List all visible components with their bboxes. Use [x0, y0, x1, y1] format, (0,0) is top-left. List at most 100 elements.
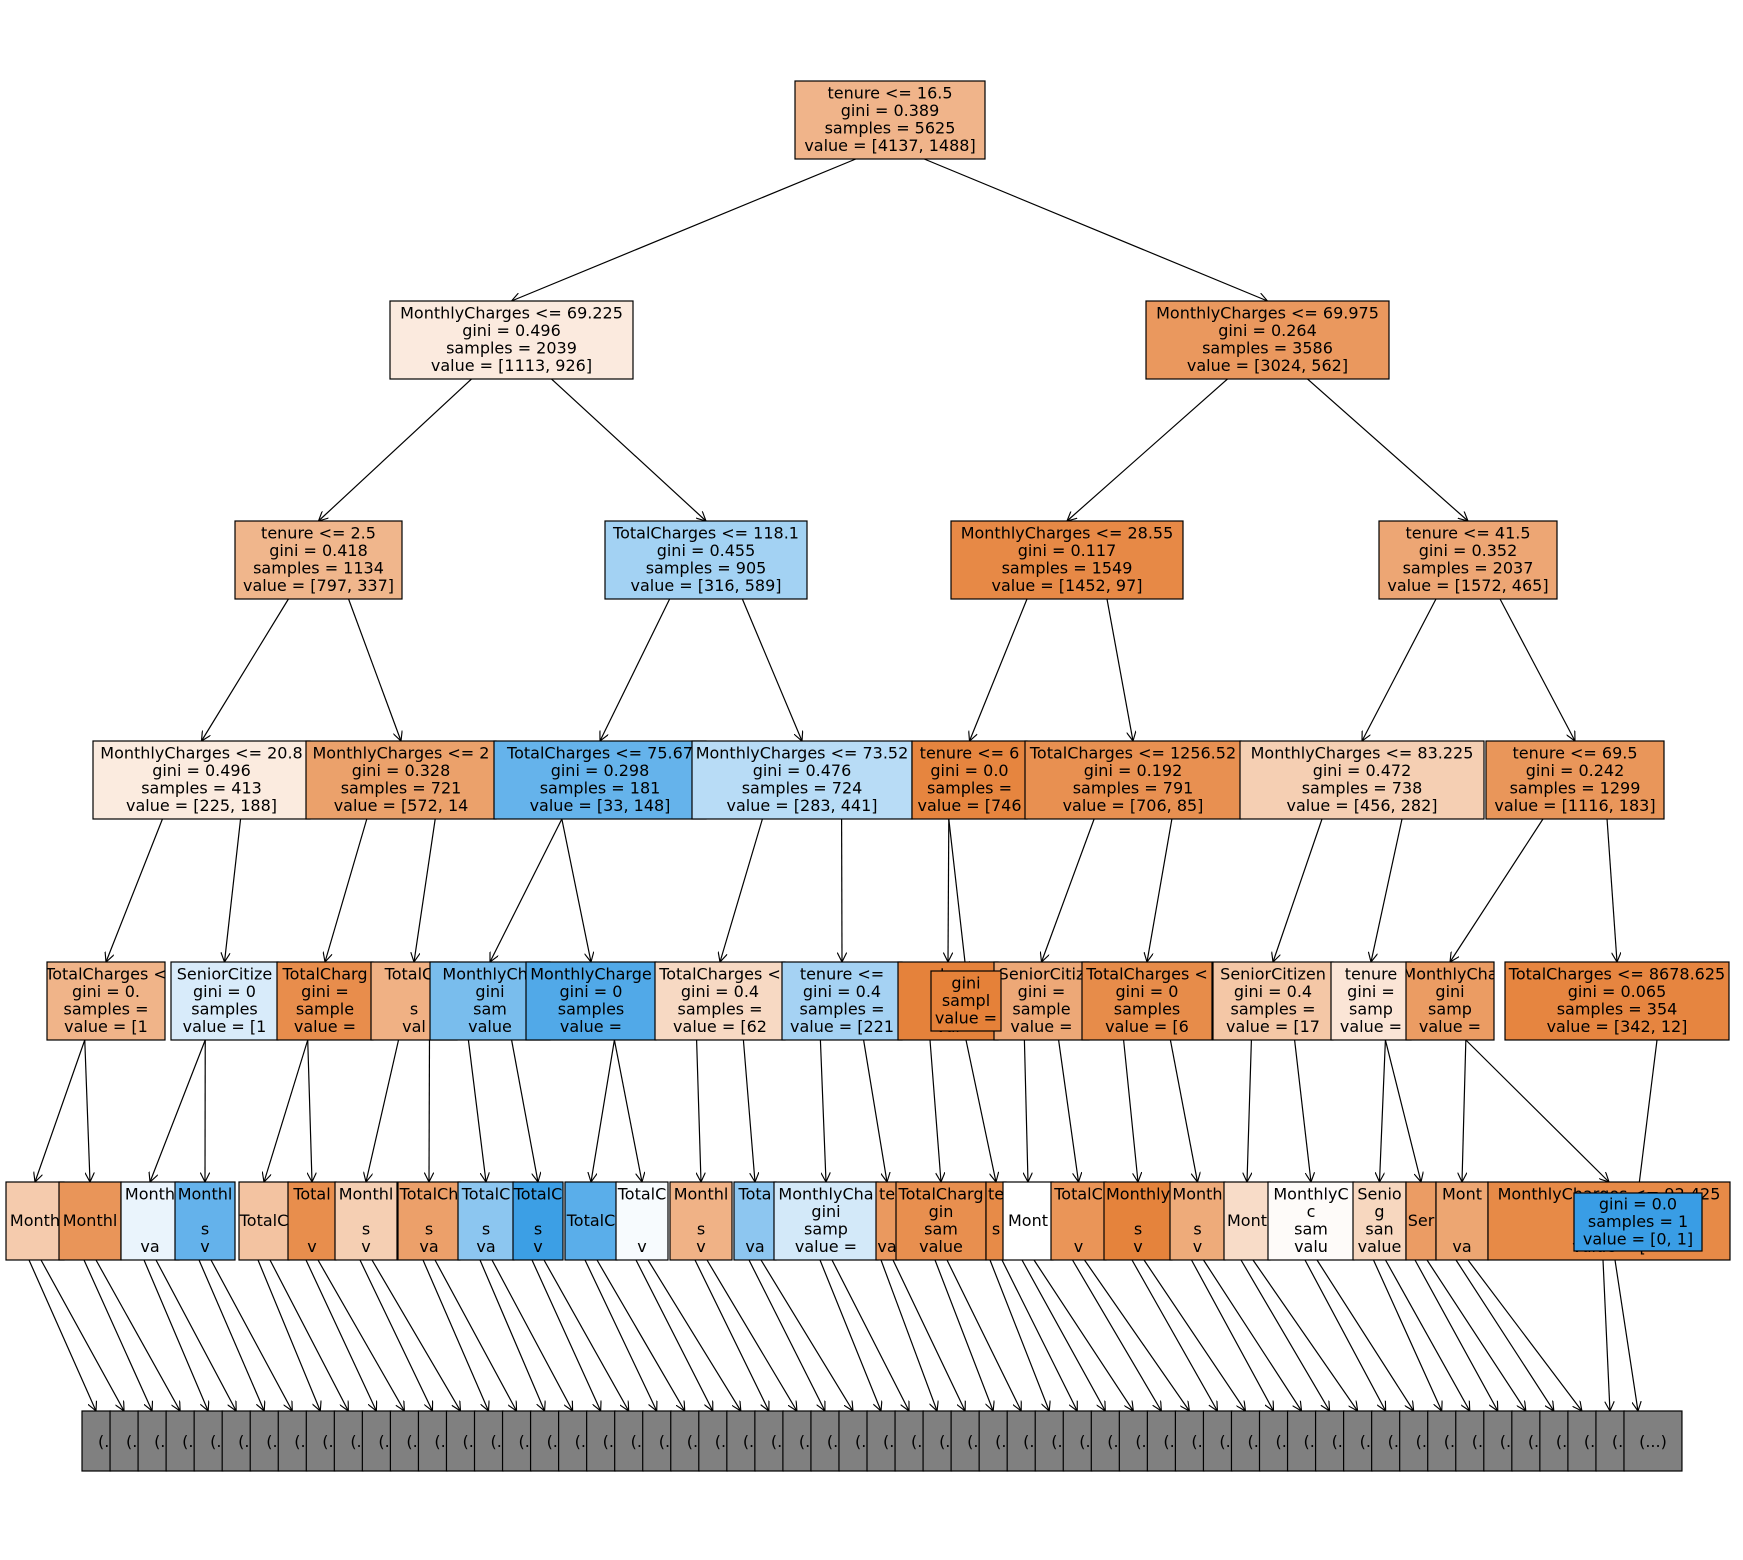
node-text-line: value = [316, 589]: [630, 576, 781, 595]
node-text-line: samples = 738: [1302, 779, 1423, 798]
edge-n23-d17: [965, 1039, 996, 1182]
node-text-line: value =: [1010, 1017, 1072, 1036]
node-text-line: Monthly: [1106, 1185, 1170, 1204]
edge-n1-n4: [551, 378, 707, 521]
node-text-line: samples = 1: [1588, 1212, 1688, 1231]
node-text-line: MonthlyCharges <= 83.225: [1251, 744, 1474, 763]
node-box: [287, 1181, 337, 1261]
truncated-box: [305, 1410, 336, 1472]
truncated-node: (...): [1595, 1410, 1626, 1472]
node-text-line: Total: [292, 1185, 330, 1204]
truncated-label: (...): [1639, 1432, 1667, 1451]
truncated-label: (...): [1528, 1432, 1556, 1451]
truncated-box: [1399, 1410, 1429, 1472]
truncated-node: (...): [137, 1410, 168, 1472]
truncated-label: (...): [1416, 1432, 1444, 1451]
truncated-label: (...): [182, 1432, 210, 1451]
node-box: [46, 961, 166, 1041]
edge-truncated-12: [359, 1259, 432, 1411]
node-text-line: gini = 0.0: [930, 761, 1008, 780]
truncated-box: [1511, 1410, 1541, 1472]
edge-n15-d1: [84, 1039, 90, 1182]
truncated-node: (...): [1623, 1410, 1683, 1472]
node-text-line: MonthlyC: [1273, 1185, 1348, 1204]
truncated-label: (...): [126, 1432, 154, 1451]
node-text-line: gini = 0.418: [269, 541, 368, 560]
truncated-box: [1286, 1410, 1317, 1472]
node-text-line: gini = 0.192: [1084, 761, 1183, 780]
edge-truncated-48: [1372, 1259, 1442, 1411]
tree-node-n15: TotalCharges <gini = 0.samples =value = …: [46, 961, 166, 1041]
truncated-node: (...): [277, 1410, 308, 1472]
node-text-line: Mont: [1227, 1211, 1267, 1230]
edge-n13-n27: [1371, 818, 1403, 962]
truncated-box: [698, 1410, 728, 1472]
node-text-line: Monthl: [674, 1185, 729, 1204]
node-text-line: gini = 0.117: [1018, 541, 1117, 560]
node-box: [1081, 961, 1213, 1041]
node-text-line: value = [456, 282]: [1286, 796, 1437, 815]
truncated-node: (...): [782, 1410, 813, 1472]
truncated-label: (...): [995, 1432, 1023, 1451]
node-text-line: sample: [1012, 1000, 1070, 1019]
node-text-line: Month: [10, 1211, 60, 1230]
truncated-label: (...): [547, 1432, 575, 1451]
node-text-line: gini = 0.: [72, 982, 140, 1001]
edge-truncated-25: [706, 1259, 797, 1411]
truncated-node: (...): [361, 1410, 392, 1472]
truncated-node: (...): [726, 1410, 756, 1472]
tree-node-d1: Monthl: [58, 1181, 122, 1261]
truncated-node: (...): [445, 1410, 490, 1472]
edge-n5-n11: [970, 598, 1028, 741]
node-text-line: value = [797, 337]: [243, 576, 394, 595]
truncated-label: (...): [462, 1432, 490, 1451]
node-text-line: value = [746: [917, 796, 1021, 815]
node-text-line: te: [879, 1185, 895, 1204]
truncated-box: [1034, 1410, 1065, 1472]
node-text-line: samples = 724: [742, 779, 863, 798]
truncated-label: (...): [1388, 1432, 1416, 1451]
truncated-box: [1118, 1410, 1149, 1472]
node-text-line: value = [1116, 183]: [1494, 796, 1655, 815]
node-text-line: value = [572, 14: [334, 796, 469, 815]
node-text-line: c: [1307, 1202, 1316, 1221]
truncated-box: [810, 1410, 841, 1472]
edge-truncated-55: [1614, 1259, 1638, 1411]
node-text-line: gini: [475, 982, 504, 1001]
node-text-line: TotalC: [617, 1185, 667, 1204]
edge-n8-n17: [325, 818, 368, 962]
node-box: [1405, 1181, 1437, 1261]
node-box: [1267, 1181, 1355, 1261]
truncated-label: (...): [855, 1432, 883, 1451]
node-text-line: sample: [296, 1000, 354, 1019]
node-text-line: v: [637, 1237, 646, 1256]
node-text-line: value = [1572, 465]: [1387, 576, 1548, 595]
node-box: [1239, 740, 1485, 820]
node-box: [654, 961, 786, 1041]
truncated-label: (...): [1500, 1432, 1528, 1451]
truncated-node: (...): [1118, 1410, 1149, 1472]
node-text-line: gini = 0.476: [753, 761, 852, 780]
truncated-box: [950, 1410, 981, 1472]
edge-truncated-47: [1316, 1259, 1414, 1411]
node-text-line: samples = 1134: [253, 559, 384, 578]
node-text-line: gini =: [1018, 982, 1066, 1001]
node-text-line: sam: [473, 1000, 507, 1019]
node-box: [397, 1181, 461, 1261]
edge-truncated-6: [198, 1259, 264, 1411]
truncated-label: (...): [238, 1432, 266, 1451]
node-box: [794, 80, 986, 160]
truncated-node: (...): [193, 1410, 224, 1472]
node-box: [238, 1181, 290, 1261]
node-text-line: value =: [1419, 1017, 1481, 1036]
node-text-line: samp: [1349, 1000, 1393, 1019]
node-box: [174, 1181, 236, 1261]
node-box: [276, 961, 374, 1041]
node-text-line: TotalCharg: [282, 965, 368, 984]
